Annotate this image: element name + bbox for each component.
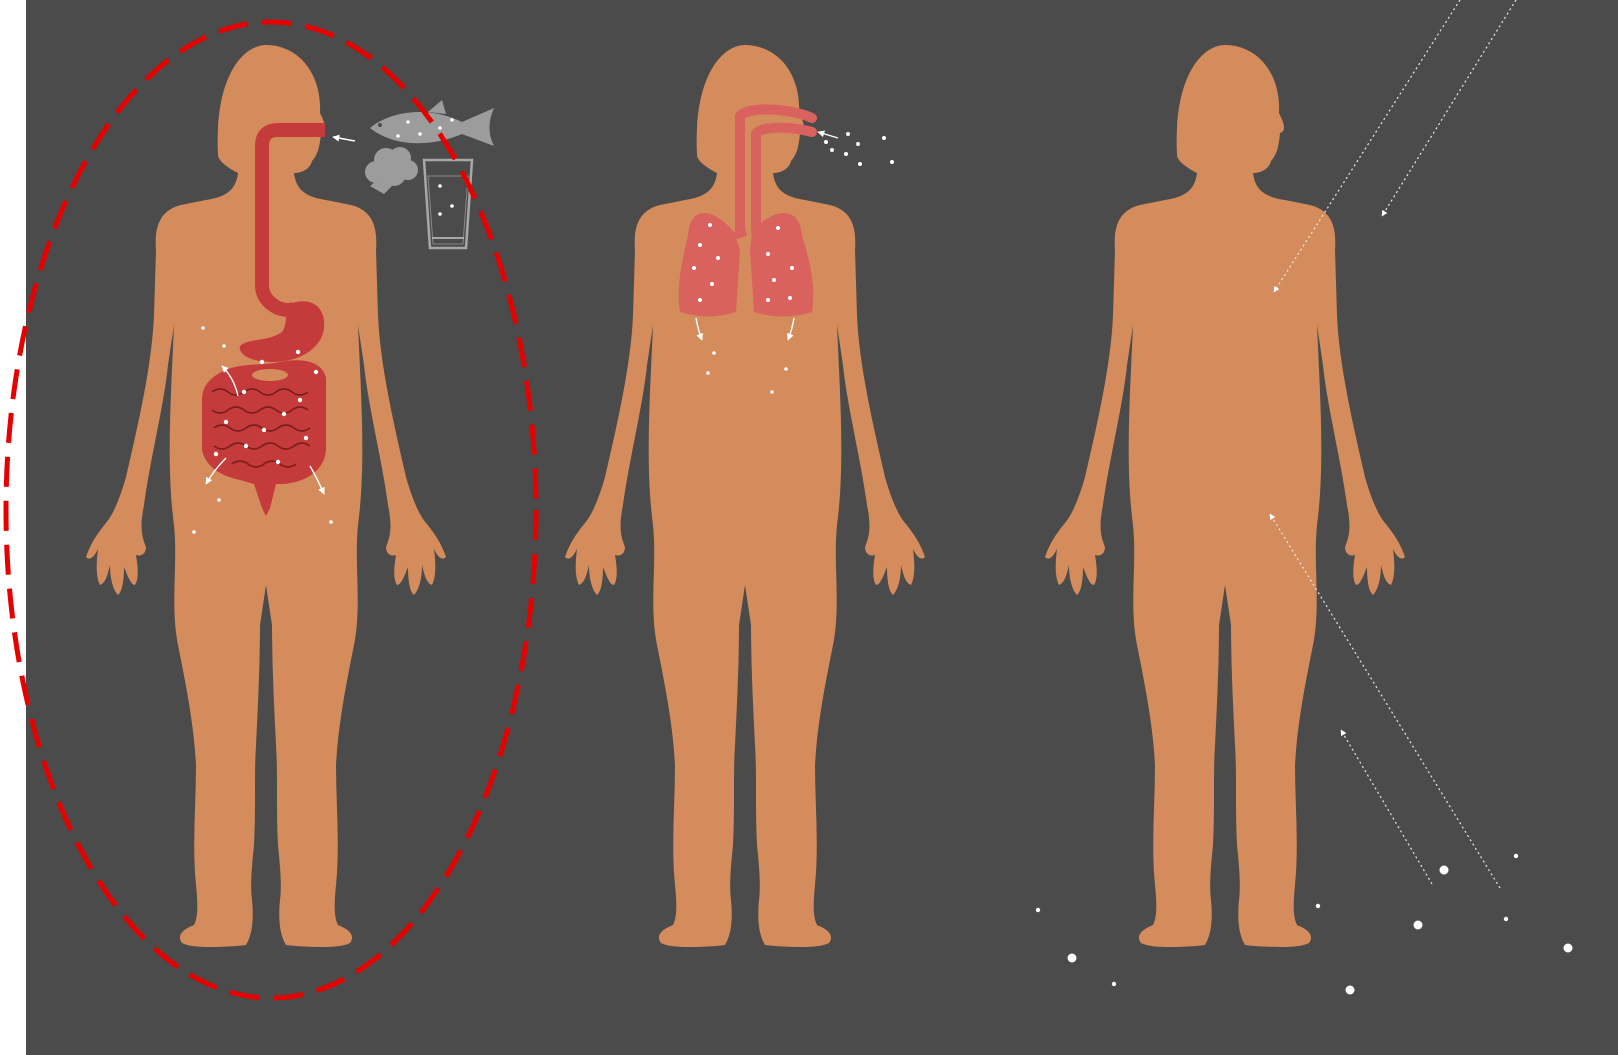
intestine-gap bbox=[252, 369, 288, 381]
inhalation-arrow bbox=[818, 132, 838, 138]
inhalation-figure bbox=[565, 45, 925, 947]
external-exposure-figure bbox=[1036, 0, 1573, 995]
ingestion-arrow bbox=[333, 137, 355, 141]
ingestion-figure bbox=[86, 45, 494, 947]
broccoli-icon bbox=[365, 147, 418, 194]
human-silhouette-right bbox=[1045, 45, 1405, 947]
fish-icon bbox=[370, 100, 494, 146]
